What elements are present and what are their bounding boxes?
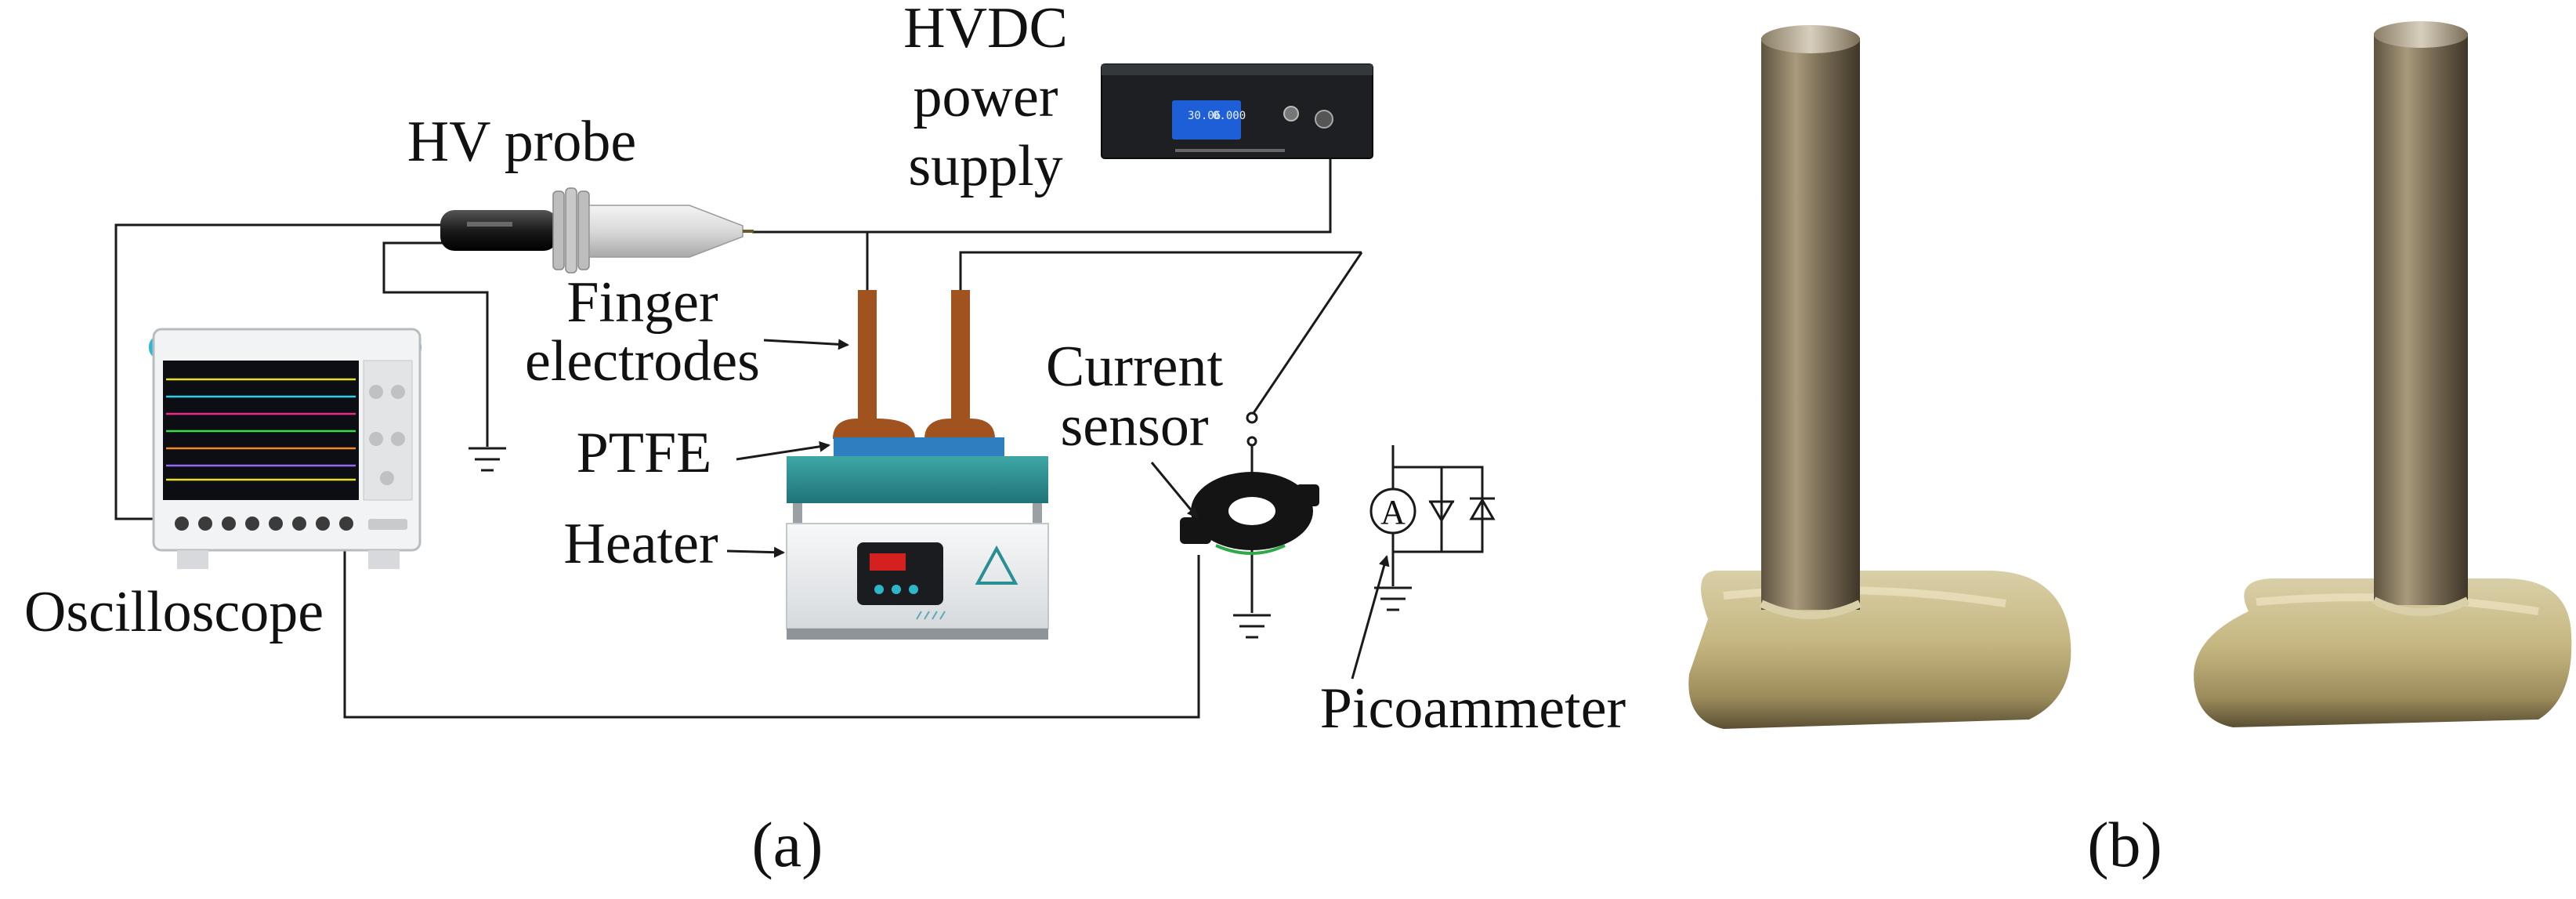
hv-probe [440,187,754,274]
heater-pointer-arrow [726,546,785,558]
ptfe-label: PTFE [577,421,712,485]
probe-ground-wire [382,241,489,447]
right-electrode-wire [959,251,1362,290]
heater [786,456,1049,640]
oscilloscope [149,328,421,569]
current-label-line2: sensor [1060,394,1208,459]
sensor-signal-wire [343,519,1200,719]
finger-label-line1: Finger [566,270,718,335]
sensor-pointer-arrow [1150,462,1199,519]
wiring [114,155,1363,719]
psu-knob-icon [1315,110,1333,129]
picoammeter-pointer-arrow [1351,555,1390,680]
electrode-photo-right [2194,21,2572,727]
psu-display-left: 30.06 [1188,110,1221,122]
picoammeter-label: Picoammeter [1320,676,1626,741]
finger-pointer-arrow [763,339,849,350]
switch-contact-bottom [1246,436,1257,447]
electrode-photo [1688,21,2572,729]
hv-probe-label: HV probe [407,110,637,174]
heater-display [857,542,943,605]
hvdc-label-line2: power [914,65,1058,129]
current-label-line1: Current [1046,335,1223,399]
probe-signal-wire [114,223,445,520]
psu-display [1172,100,1241,140]
electrode-photo-left [1688,25,2071,729]
finger-electrodes [833,290,995,439]
ptfe-pointer-arrow [736,440,830,461]
hvdc-label-line3: supply [908,134,1062,198]
sensor-ground-symbol [1233,614,1271,639]
probe-ground-symbol [469,447,506,472]
current-sensor [1180,472,1319,555]
psu-knob-icon [1283,106,1299,121]
switch-blade [1250,252,1363,416]
picoammeter-symbol: A [1369,445,1496,611]
switch-contact-top [1246,411,1258,424]
hvdc-power-supply: 30.06 0.000 [1101,63,1373,159]
caption-b: (b) [2087,809,2162,880]
ptfe-sheet [834,437,1004,458]
hvdc-label-line1: HVDC [903,0,1068,60]
oscilloscope-label: Oscilloscope [24,580,324,644]
heater-logo-icon [975,545,1018,585]
hv-output-wire [752,155,1332,234]
heater-label: Heater [563,512,718,576]
finger-label-line2: electrodes [525,329,760,393]
caption-a: (a) [751,809,823,880]
psu-display-right: 0.000 [1213,110,1246,122]
ammeter-letter: A [1380,493,1406,531]
diode-up-icon [1469,498,1496,520]
